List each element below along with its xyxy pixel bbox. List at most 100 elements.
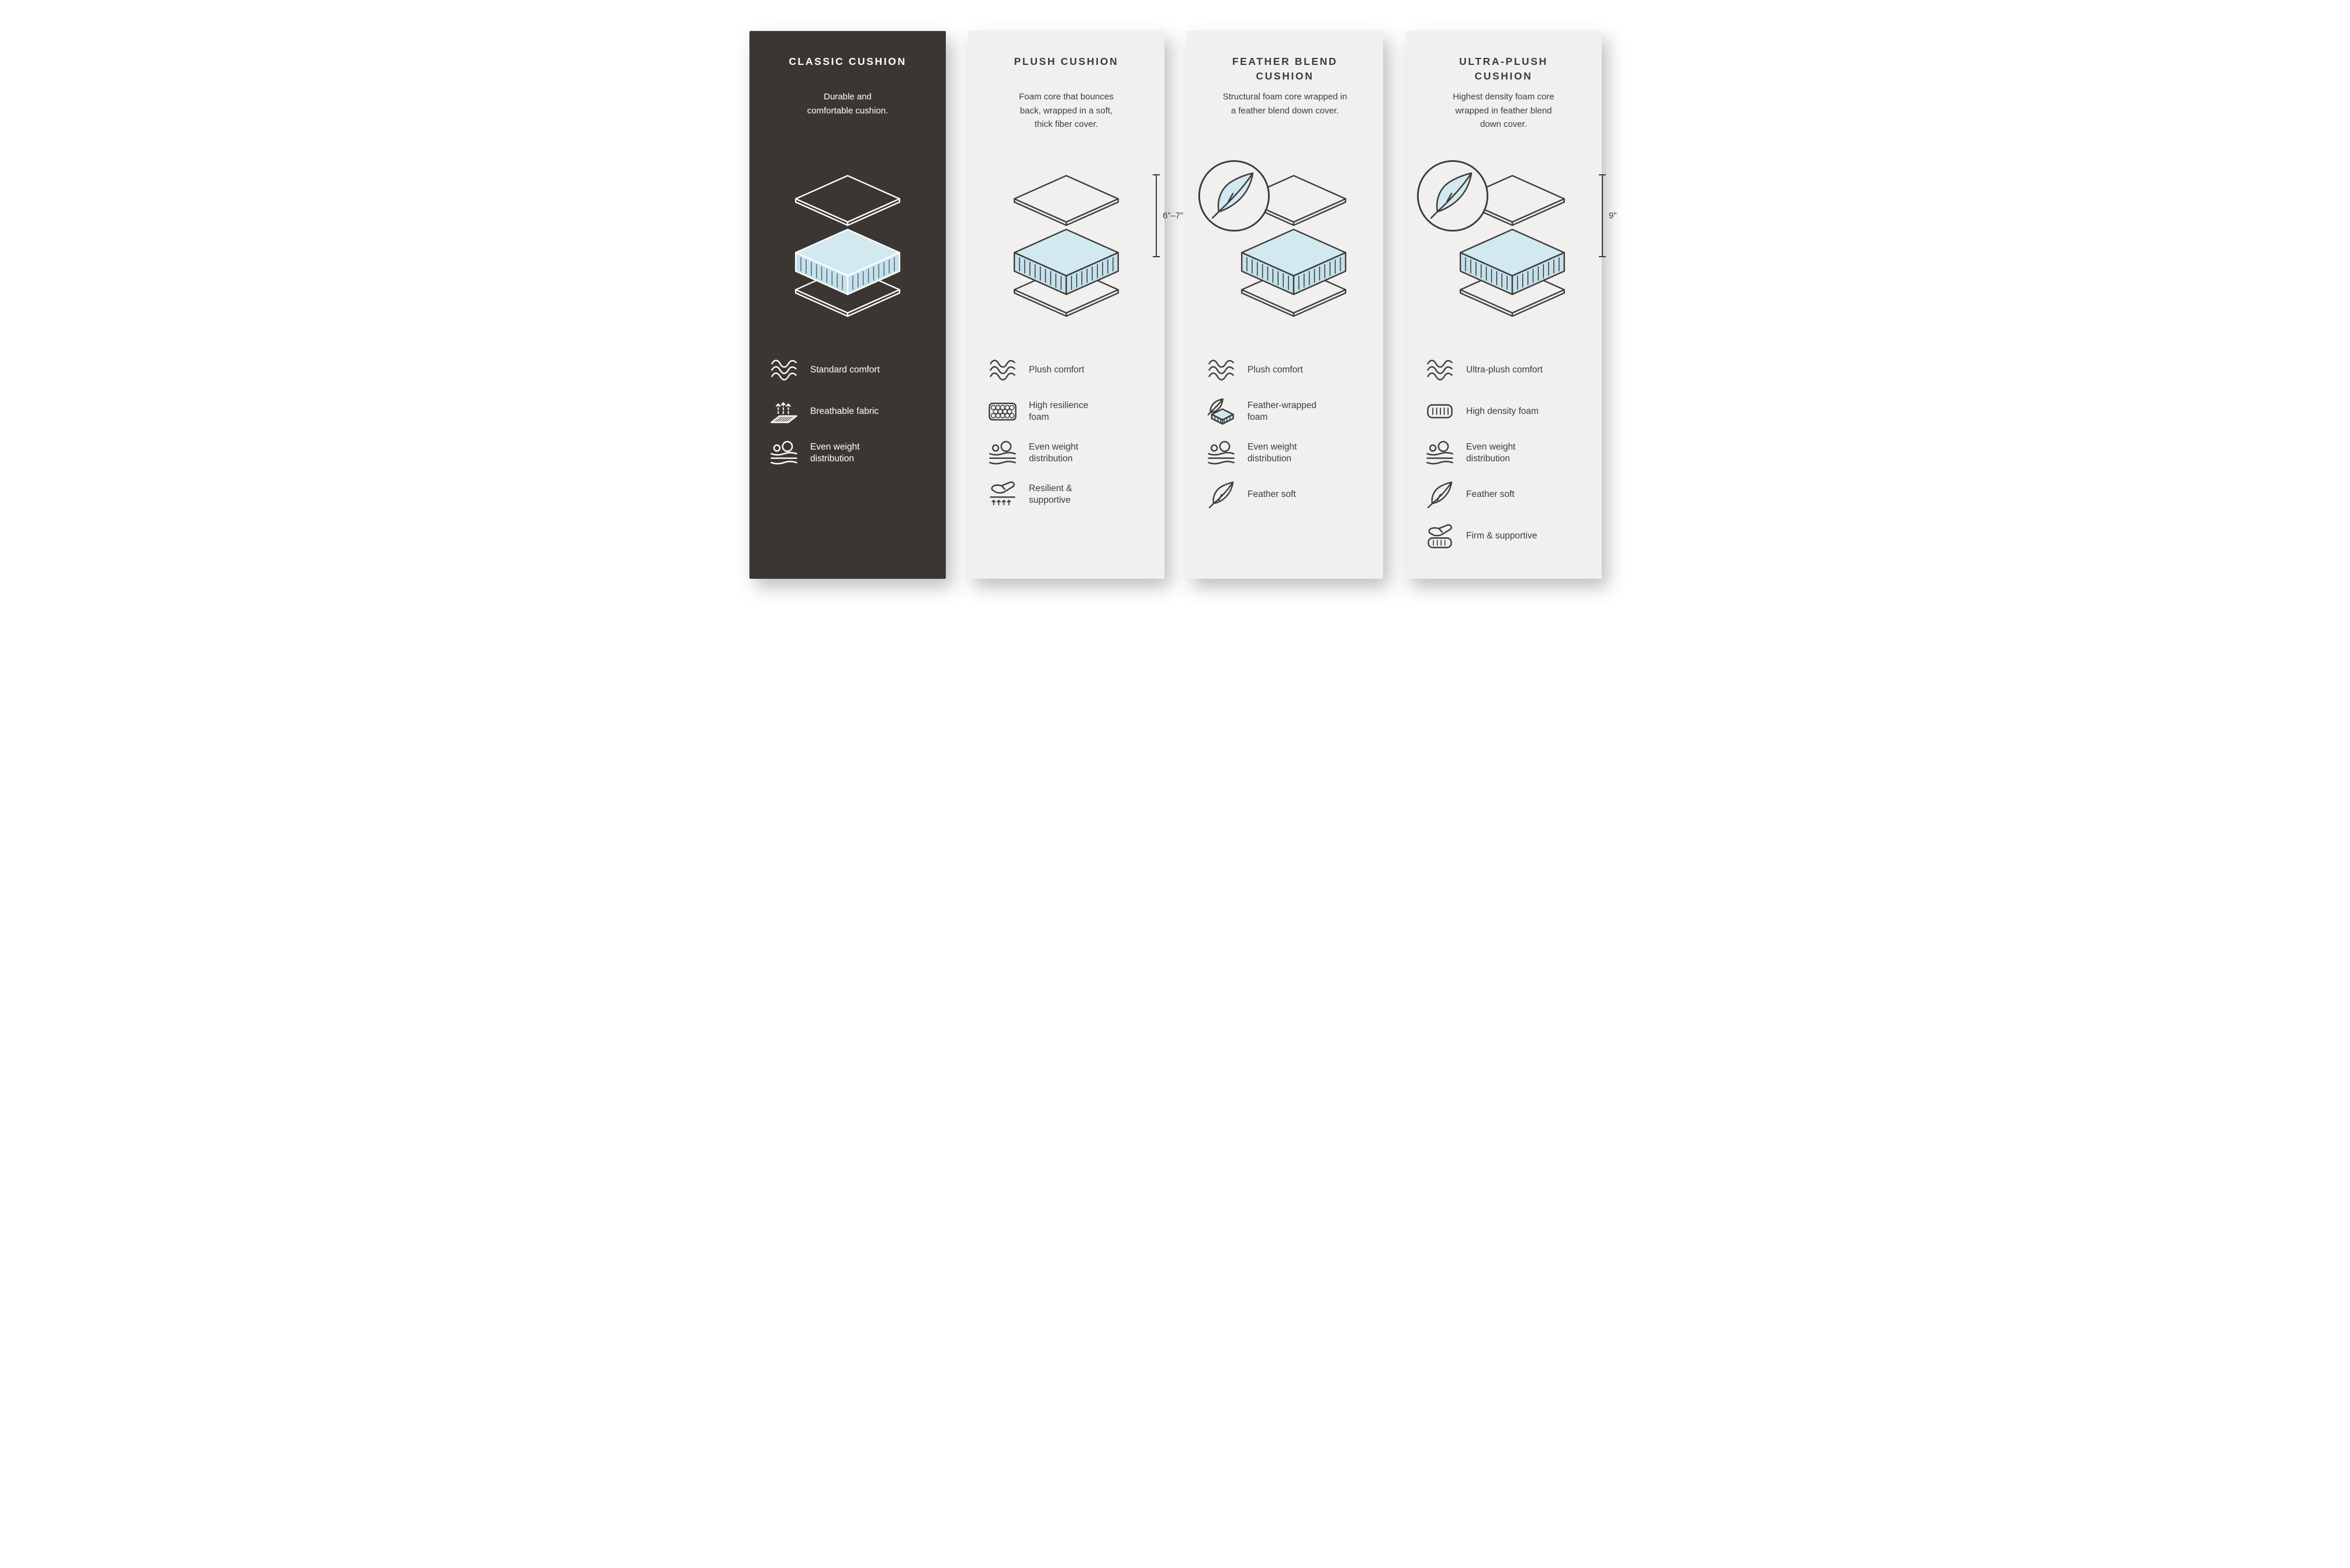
feature-item: Resilient & supportive: [986, 480, 1147, 509]
feature-icon-box: [986, 355, 1020, 385]
feature-item: High resilience foam: [986, 397, 1147, 426]
height-dimension: 9”: [1599, 174, 1616, 257]
feature-list: Ultra-plush comfort High density foam Ev…: [1423, 355, 1584, 551]
top-layer: [1013, 175, 1119, 226]
breathable-fabric-icon: [770, 402, 797, 423]
feature-list: Standard comfort Breathable fabric Even …: [767, 355, 928, 468]
feature-item: Ultra-plush comfort: [1423, 355, 1584, 385]
feature-icon-box: [1423, 438, 1457, 468]
feather-icon: [1430, 172, 1473, 219]
feature-label: Plush comfort: [1029, 364, 1084, 375]
feature-item: Standard comfort: [767, 355, 928, 385]
panel-description: Highest density foam core wrapped in fea…: [1453, 92, 1554, 130]
cushion-layers-diagram: [1459, 175, 1565, 317]
feature-item: Even weight distribution: [767, 438, 928, 468]
feature-icon-box: [1204, 480, 1238, 509]
feature-icon-box: [1423, 480, 1457, 509]
feature-label: Even weight distribution: [810, 441, 860, 464]
waves-icon: [1427, 360, 1453, 381]
cushion-wrap: [1198, 160, 1363, 320]
feature-icon-box: [1204, 397, 1238, 426]
feature-label: Breathable fabric: [810, 406, 879, 416]
feature-icon-box: [986, 480, 1020, 509]
cushion-diagram: [1198, 145, 1366, 347]
cushion-diagram: [767, 145, 928, 347]
feature-icon-box: [767, 397, 801, 426]
even-weight-icon: [989, 441, 1016, 465]
feather-icon: [1427, 481, 1453, 509]
panel-title: ULTRA-PLUSH CUSHION: [1459, 56, 1548, 82]
waves-icon: [771, 360, 797, 381]
feature-label: Feather soft: [1466, 489, 1515, 499]
feature-label: Plush comfort: [1247, 364, 1303, 375]
cushion-layers-diagram: [1013, 175, 1119, 317]
height-label: 9”: [1609, 210, 1617, 221]
feather-badge: [1416, 160, 1489, 232]
feature-icon-box: [986, 438, 1020, 468]
panel-title: PLUSH CUSHION: [1014, 56, 1119, 67]
feature-icon-box: [986, 397, 1020, 426]
feature-label: Ultra-plush comfort: [1466, 364, 1543, 375]
feature-label: Feather-wrapped foam: [1247, 400, 1317, 422]
feature-icon-box: [1204, 355, 1238, 385]
bottom-layer: [1459, 265, 1565, 317]
cushion-wrap: [778, 172, 917, 320]
panel-title: FEATHER BLEND CUSHION: [1232, 56, 1338, 82]
dimension-line: [1156, 174, 1157, 257]
cushion-layers-diagram: [1240, 175, 1347, 317]
bottom-layer: [1013, 265, 1119, 317]
feature-item: Even weight distribution: [986, 438, 1147, 468]
cushion-diagram: 9”: [1416, 145, 1616, 347]
dimension-cap-bottom: [1153, 256, 1160, 257]
feature-label: Standard comfort: [810, 364, 880, 375]
top-layer: [794, 175, 901, 226]
feature-label: Even weight distribution: [1247, 441, 1297, 464]
feature-label: Firm & supportive: [1466, 530, 1537, 541]
feature-label: Resilient & supportive: [1029, 483, 1073, 505]
feature-label: High resilience foam: [1029, 400, 1088, 422]
even-weight-icon: [770, 441, 797, 465]
feature-icon-box: [1423, 397, 1457, 426]
feature-icon-box: [767, 438, 801, 468]
feature-item: Feather-wrapped foam: [1204, 397, 1366, 426]
feature-icon-box: [767, 355, 801, 385]
feature-item: Plush comfort: [1204, 355, 1366, 385]
cushion-diagram: 6”–7”: [986, 145, 1183, 347]
feature-item: Even weight distribution: [1204, 438, 1366, 468]
feather-icon: [1211, 172, 1254, 219]
foam-core-layer: [1459, 229, 1565, 295]
cushion-wrap: 9”: [1416, 160, 1616, 320]
press-foam-icon: [1428, 524, 1452, 548]
foam-core-layer: [794, 229, 901, 295]
press-hand-icon: [990, 481, 1015, 506]
even-weight-icon: [1426, 441, 1453, 465]
feature-item: Firm & supportive: [1423, 521, 1584, 551]
panel-ultra-plush-cushion: ULTRA-PLUSH CUSHION Highest density foam …: [1405, 31, 1616, 579]
feather-icon: [1208, 481, 1234, 509]
feature-label: Even weight distribution: [1466, 441, 1516, 464]
foam-block-icon: [1427, 404, 1453, 419]
height-label: 6”–7”: [1163, 210, 1184, 221]
dimension-cap-bottom: [1599, 256, 1606, 257]
feature-label: Even weight distribution: [1029, 441, 1079, 464]
feature-label: High density foam: [1466, 406, 1539, 416]
feature-item: Breathable fabric: [767, 397, 928, 426]
height-dimension: 6”–7”: [1153, 174, 1183, 257]
feature-list: Plush comfort Feather-wrapped foam Even …: [1204, 355, 1366, 509]
feather-foam-icon: [1207, 398, 1234, 425]
even-weight-icon: [1208, 441, 1235, 465]
panel-title: CLASSIC CUSHION: [789, 56, 907, 67]
bottom-layer: [1240, 265, 1347, 317]
bottom-layer: [794, 265, 901, 317]
cushion-layers-diagram: [794, 175, 901, 317]
feature-icon-box: [1423, 521, 1457, 551]
feature-item: High density foam: [1423, 397, 1584, 426]
feature-item: Even weight distribution: [1423, 438, 1584, 468]
feature-label: Feather soft: [1247, 489, 1296, 499]
dimension-line: [1602, 174, 1603, 257]
panel-description: Foam core that bounces back, wrapped in …: [1019, 92, 1114, 130]
